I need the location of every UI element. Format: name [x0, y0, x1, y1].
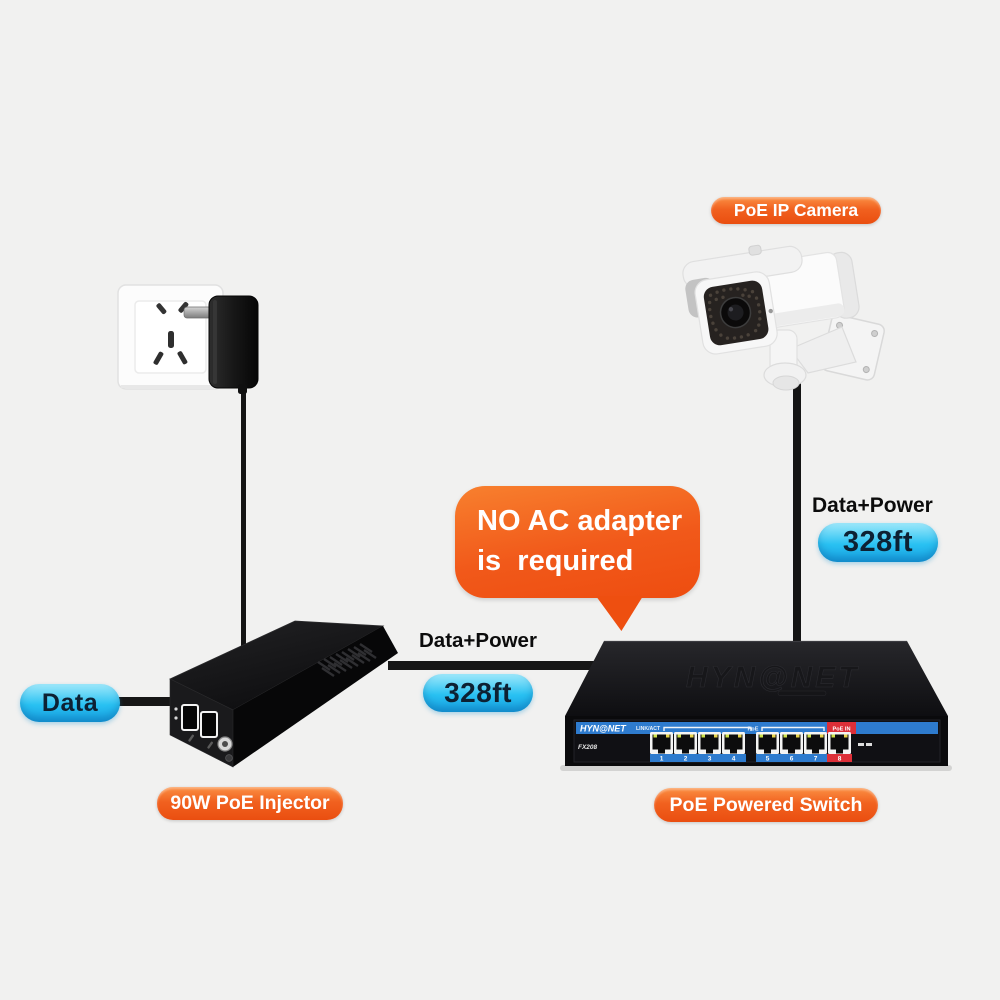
- port-number: 3: [708, 756, 712, 763]
- port-number: 7: [814, 756, 818, 763]
- distance-pill-right: 328ft: [818, 523, 938, 562]
- switch-port-2: [674, 732, 697, 754]
- distance-pill-mid: 328ft: [423, 674, 533, 712]
- port-number: 2: [684, 756, 688, 763]
- switch-label: PoE Powered Switch: [654, 788, 878, 822]
- port-group2-bracket: [761, 726, 825, 731]
- switch-port-7: [804, 732, 827, 754]
- switch-port-4: [722, 732, 745, 754]
- injector-side-face: [233, 626, 398, 767]
- switch-ports: [650, 732, 851, 754]
- switch-brand-label: HYN@NET: [580, 724, 627, 734]
- port-number: 1: [660, 756, 664, 763]
- injector-port-data-in: [200, 711, 218, 738]
- port-number: 4: [732, 756, 736, 763]
- data-power-label-right: Data+Power: [812, 494, 933, 517]
- switch-to-camera-cable: [793, 382, 801, 643]
- data-pill: Data: [20, 684, 120, 722]
- adapter-cable-boot: [238, 384, 247, 394]
- wall-outlet: [117, 284, 224, 390]
- injector-screw: [225, 754, 233, 762]
- cables: [112, 382, 801, 706]
- power-adapter: [183, 295, 259, 394]
- data-power-label-mid: Data+Power: [419, 629, 537, 652]
- camera-side-dot: [768, 308, 773, 314]
- switch-port-6: [780, 732, 803, 754]
- injector-label: 90W PoE Injector: [157, 787, 343, 820]
- adapter-power-cable: [241, 386, 246, 648]
- injector-led: [174, 707, 178, 711]
- camera-body: [682, 244, 860, 355]
- no-ac-adapter-callout: NO AC adapter is required: [455, 486, 700, 631]
- port-number-strip-5-7: [756, 754, 827, 762]
- camera-label: PoE IP Camera: [711, 197, 881, 224]
- socket-slot-top-right: [178, 301, 189, 313]
- poe-injector: [169, 620, 398, 768]
- port-group1-bracket: [663, 726, 752, 731]
- callout-line2: is required: [477, 545, 634, 577]
- switch-top-brand: HYN@NET: [686, 661, 860, 694]
- camera-ir-leds: [707, 287, 762, 340]
- socket-slot-top-left: [156, 303, 167, 315]
- port-number-strip-1-4: [650, 754, 746, 762]
- injector-vents: [317, 643, 377, 677]
- switch-port-5: [756, 732, 779, 754]
- poe-label: PoE: [748, 727, 759, 733]
- port-number-strip-8: [827, 754, 852, 762]
- data-cable: [112, 697, 174, 706]
- switch-top-face: [565, 641, 948, 716]
- port-number: 8: [838, 756, 842, 763]
- injector-led: [174, 716, 178, 720]
- ip-camera: [682, 244, 885, 391]
- switch-poe-in-section: [827, 722, 856, 734]
- switch-model-label: FX208: [578, 744, 598, 751]
- switch-port-1: [650, 732, 673, 754]
- poe-in-label: PoE IN: [832, 727, 850, 733]
- socket-slot-bottom-left: [153, 351, 164, 365]
- switch-port-8-poe-in: [828, 732, 851, 754]
- port-number: 6: [790, 756, 794, 763]
- socket-slot-earth: [168, 331, 174, 348]
- port-number: 5: [766, 756, 770, 763]
- poe-switch: HYN@NET HYN@NET LINK/ACT PoE PoE IN FX20…: [560, 640, 952, 771]
- callout-line1: NO AC adapter: [477, 505, 683, 537]
- camera-bracket-arm: [789, 326, 857, 374]
- injector-to-switch-cable: [388, 661, 597, 670]
- switch-port-3: [698, 732, 721, 754]
- link-act-label: LINK/ACT: [636, 726, 661, 732]
- switch-ground-shadow: [560, 765, 952, 771]
- socket-slot-bottom-right: [177, 351, 188, 365]
- injector-port-poe-out: [181, 704, 199, 731]
